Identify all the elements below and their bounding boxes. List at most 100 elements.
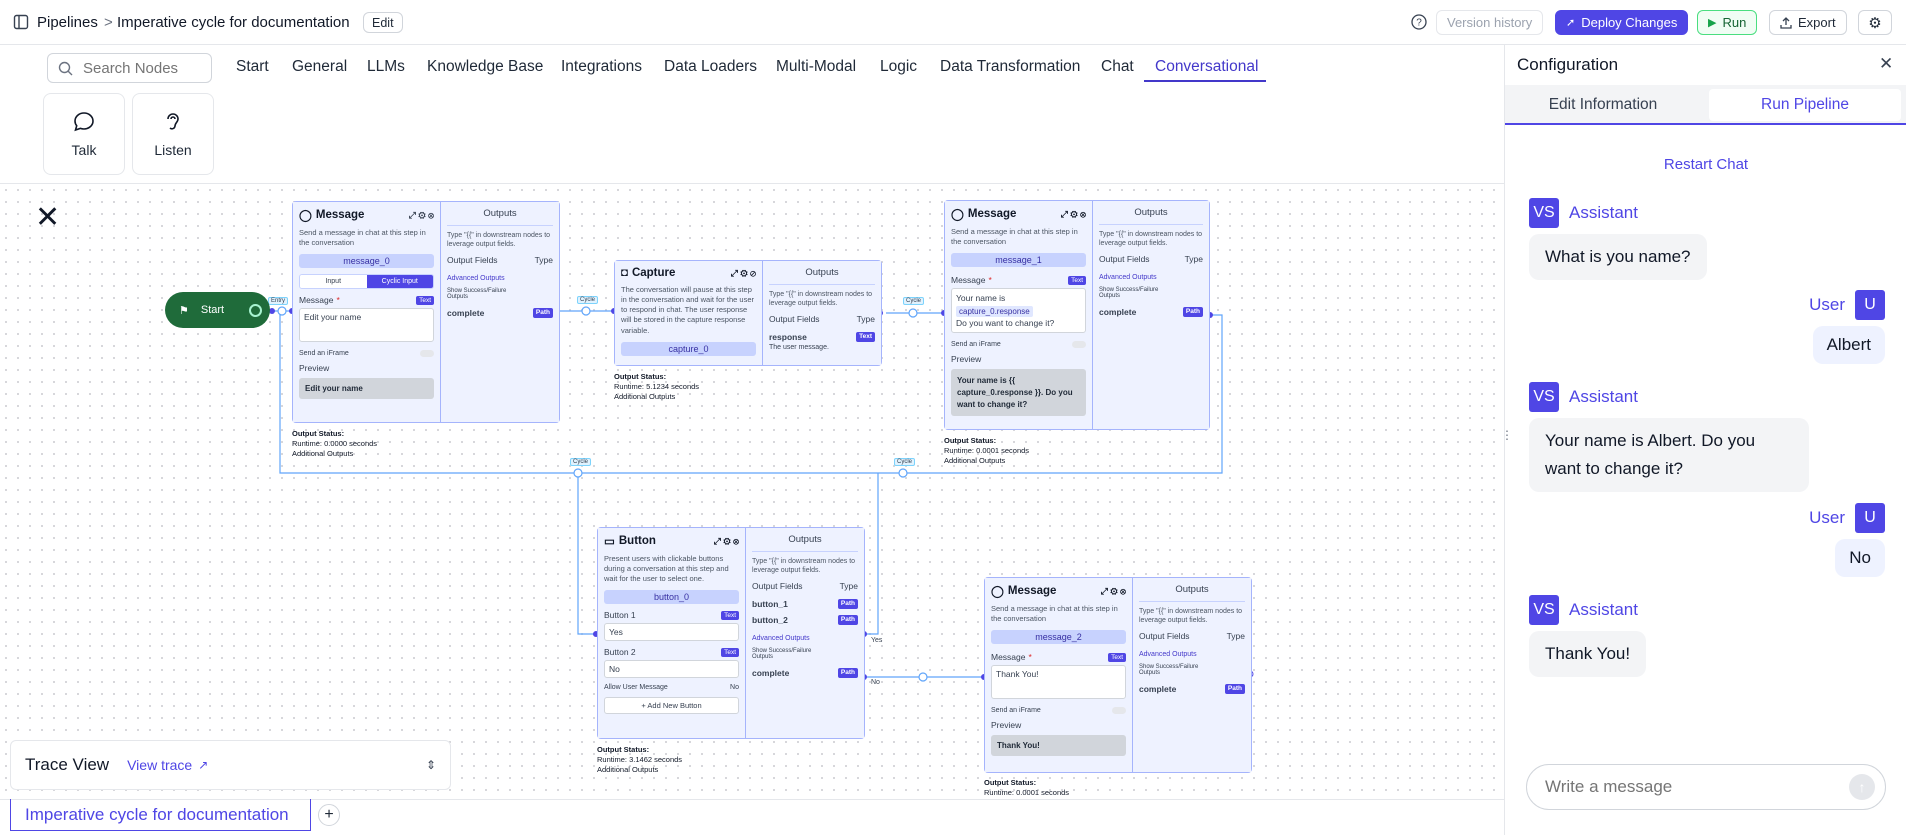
- close-panel-icon[interactable]: ✕: [1879, 54, 1894, 73]
- run-button[interactable]: ▶ Run: [1697, 10, 1758, 35]
- assistant-name: Assistant: [1569, 600, 1638, 619]
- output-fields-header: Output Fields: [1139, 631, 1190, 642]
- additional-outputs-toggle[interactable]: Additional Outputs: [614, 392, 676, 402]
- message-2-input[interactable]: Thank You!: [991, 665, 1126, 700]
- tool-talk[interactable]: Talk: [43, 93, 125, 175]
- tab-general[interactable]: General: [292, 58, 348, 75]
- message-2-title: Message: [1007, 585, 1057, 597]
- additional-outputs-toggle[interactable]: Additional Outputs: [597, 765, 659, 775]
- path-tag: Path: [1182, 307, 1203, 318]
- user-name: User: [1809, 508, 1845, 527]
- message-0-title: Message: [315, 209, 365, 221]
- message-node-0[interactable]: ◯Message⤢ ⚙ ⊗ Send a message in chat at …: [292, 201, 560, 423]
- tab-knowledge-base[interactable]: Knowledge Base: [427, 58, 544, 75]
- no-edge-label: No: [871, 679, 880, 686]
- tab-data-transformation[interactable]: Data Transformation: [940, 58, 1081, 75]
- tab-conversational[interactable]: Conversational: [1155, 58, 1259, 75]
- text-tag[interactable]: Text: [416, 295, 434, 305]
- deploy-changes-button[interactable]: ➚ Deploy Changes: [1555, 10, 1689, 35]
- start-label: Start: [200, 304, 225, 316]
- iframe-toggle[interactable]: [1112, 707, 1126, 715]
- node-actions-icon[interactable]: ⤢ ⚙ ⊗: [713, 535, 739, 546]
- button-node[interactable]: ▭Button⤢ ⚙ ⊗ Present users with clickabl…: [597, 527, 865, 739]
- advanced-outputs-toggle[interactable]: Advanced Outputs: [447, 275, 505, 283]
- view-trace-link[interactable]: View trace: [127, 757, 193, 773]
- node-actions-icon[interactable]: ⤢ ⚙ ⊗: [1060, 208, 1086, 219]
- button-1-input[interactable]: Yes: [604, 623, 739, 642]
- assistant-name: Assistant: [1569, 387, 1638, 406]
- message-1-title: Message: [967, 208, 1017, 220]
- outputs-hint: Type "{{" in downstream nodes to leverag…: [1099, 231, 1203, 248]
- chat-input-box[interactable]: ↑: [1526, 764, 1886, 810]
- tab-edit-information[interactable]: Edit Information: [1548, 96, 1658, 113]
- text-tag[interactable]: Text: [1108, 652, 1126, 662]
- sidebar-toggle-icon[interactable]: [13, 14, 29, 35]
- cyclic-input-tab[interactable]: Cyclic Input: [366, 275, 433, 289]
- rocket-icon: ➚: [1566, 17, 1576, 29]
- path-tag: Path: [837, 668, 858, 679]
- text-tag[interactable]: Text: [721, 610, 739, 620]
- trace-view-title: Trace View: [25, 755, 110, 774]
- preview-label: Preview: [299, 363, 330, 374]
- message-1-preview: Your name is {{ capture_0.response }}. D…: [951, 369, 1086, 417]
- search-box[interactable]: [47, 53, 212, 83]
- message-1-input[interactable]: Your name is capture_0.response Do you w…: [951, 288, 1086, 334]
- advanced-outputs-toggle[interactable]: Advanced Outputs: [1099, 274, 1157, 282]
- text-tag[interactable]: Text: [1068, 275, 1086, 285]
- start-node[interactable]: ⚑ Start: [165, 292, 270, 328]
- capture-node[interactable]: ◘Capture⤢ ⚙ ⊘ The conversation will paus…: [614, 260, 882, 366]
- play-icon: ▶: [1708, 17, 1717, 29]
- outputs-hint: Type "{{" in downstream nodes to leverag…: [1139, 608, 1243, 625]
- message-0-input[interactable]: Edit your name: [299, 308, 434, 343]
- node-actions-icon[interactable]: ⤢ ⚙ ⊗: [1100, 585, 1126, 596]
- chat-bubble-icon: ◯: [951, 209, 964, 221]
- allow-user-message-label: Allow User Message: [604, 684, 668, 692]
- deploy-label: Deploy Changes: [1581, 15, 1678, 30]
- additional-outputs-toggle[interactable]: Additional Outputs: [944, 456, 1006, 466]
- pipeline-tab[interactable]: Imperative cycle for documentation: [10, 799, 311, 831]
- version-history-button[interactable]: Version history: [1436, 10, 1544, 35]
- edit-name-button[interactable]: Edit: [363, 12, 403, 33]
- tab-multi-modal[interactable]: Multi-Modal: [776, 58, 857, 75]
- chat-input[interactable]: [1543, 776, 1849, 798]
- additional-outputs-toggle[interactable]: Additional Outputs: [292, 449, 354, 459]
- help-icon[interactable]: ?: [1411, 14, 1427, 35]
- search-icon: [58, 61, 73, 75]
- tab-integrations[interactable]: Integrations: [561, 58, 642, 75]
- output-status-label: Output Status:: [984, 778, 1037, 787]
- settings-button[interactable]: ⚙: [1858, 10, 1892, 35]
- show-success-label: Show Success/Failure Outputs: [752, 648, 812, 661]
- tab-llms[interactable]: LLMs: [367, 58, 405, 75]
- trace-view-panel[interactable]: Trace View View trace ↗ ⇕: [10, 740, 451, 790]
- close-canvas-icon[interactable]: ✕: [35, 201, 61, 234]
- message-node-1[interactable]: ◯Message⤢ ⚙ ⊗ Send a message in chat at …: [944, 200, 1210, 430]
- restart-chat-button[interactable]: Restart Chat: [1663, 156, 1749, 173]
- breadcrumb-pipelines[interactable]: Pipelines: [37, 14, 98, 31]
- message-0-preview: Edit your name: [299, 378, 434, 400]
- tab-chat[interactable]: Chat: [1101, 58, 1134, 75]
- tab-data-loaders[interactable]: Data Loaders: [664, 58, 758, 75]
- node-actions-icon[interactable]: ⤢ ⚙ ⊗: [408, 209, 434, 220]
- tab-start[interactable]: Start: [236, 58, 269, 75]
- search-input[interactable]: [81, 58, 206, 78]
- button-2-input[interactable]: No: [604, 660, 739, 679]
- add-tab-button[interactable]: +: [318, 804, 340, 826]
- advanced-outputs-toggle[interactable]: Advanced Outputs: [1139, 651, 1197, 659]
- tab-run-pipeline[interactable]: Run Pipeline: [1709, 89, 1901, 121]
- tab-logic[interactable]: Logic: [880, 58, 918, 75]
- node-actions-icon[interactable]: ⤢ ⚙ ⊘: [730, 267, 756, 278]
- panel-resize-handle[interactable]: ⋮: [1501, 428, 1513, 442]
- advanced-outputs-toggle[interactable]: Advanced Outputs: [752, 635, 810, 643]
- message-node-2[interactable]: ◯Message⤢ ⚙ ⊗ Send a message in chat at …: [984, 577, 1252, 773]
- send-icon[interactable]: ↑: [1849, 774, 1875, 800]
- external-link-icon[interactable]: ↗: [198, 758, 209, 772]
- tool-listen[interactable]: Listen: [132, 93, 214, 175]
- add-new-button[interactable]: + Add New Button: [604, 697, 739, 715]
- outputs-hint: Type "{{" in downstream nodes to leverag…: [769, 291, 873, 308]
- export-button[interactable]: Export: [1769, 10, 1847, 35]
- iframe-toggle[interactable]: [420, 350, 434, 358]
- iframe-toggle[interactable]: [1072, 341, 1086, 349]
- expand-collapse-icon[interactable]: ⇕: [425, 758, 436, 772]
- input-tab[interactable]: Input: [300, 275, 367, 289]
- text-tag[interactable]: Text: [721, 647, 739, 657]
